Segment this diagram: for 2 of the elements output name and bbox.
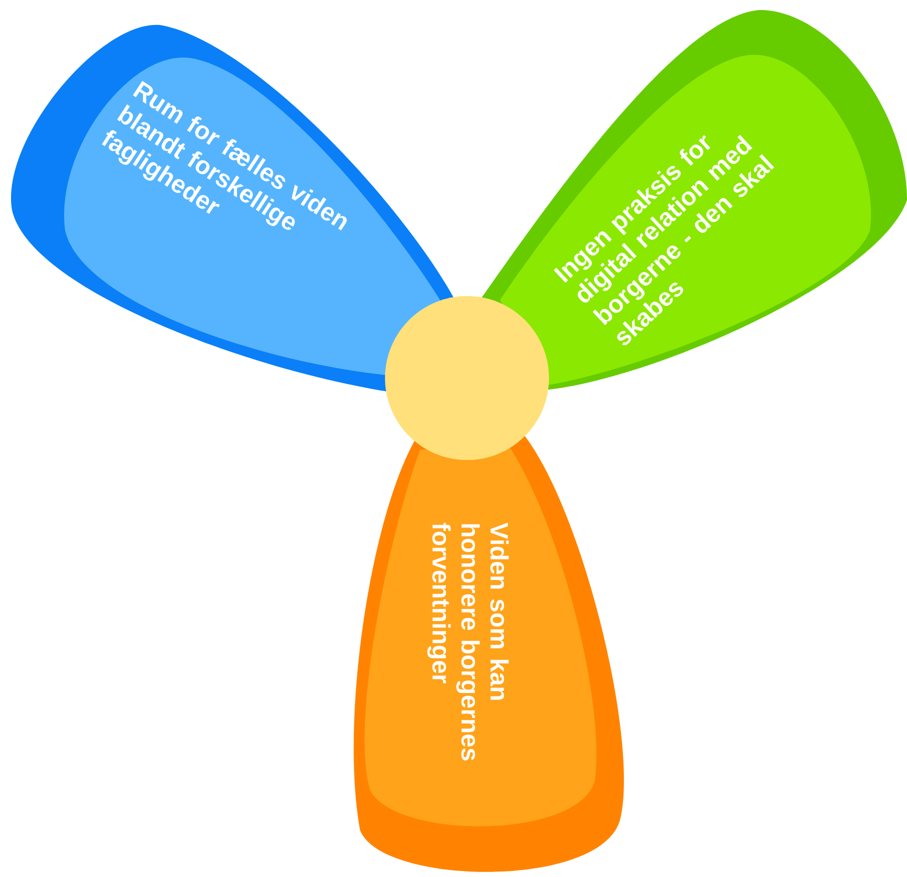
petal: Viden som kan honorere borgernes forventninger [354,430,624,872]
circle [385,296,549,460]
